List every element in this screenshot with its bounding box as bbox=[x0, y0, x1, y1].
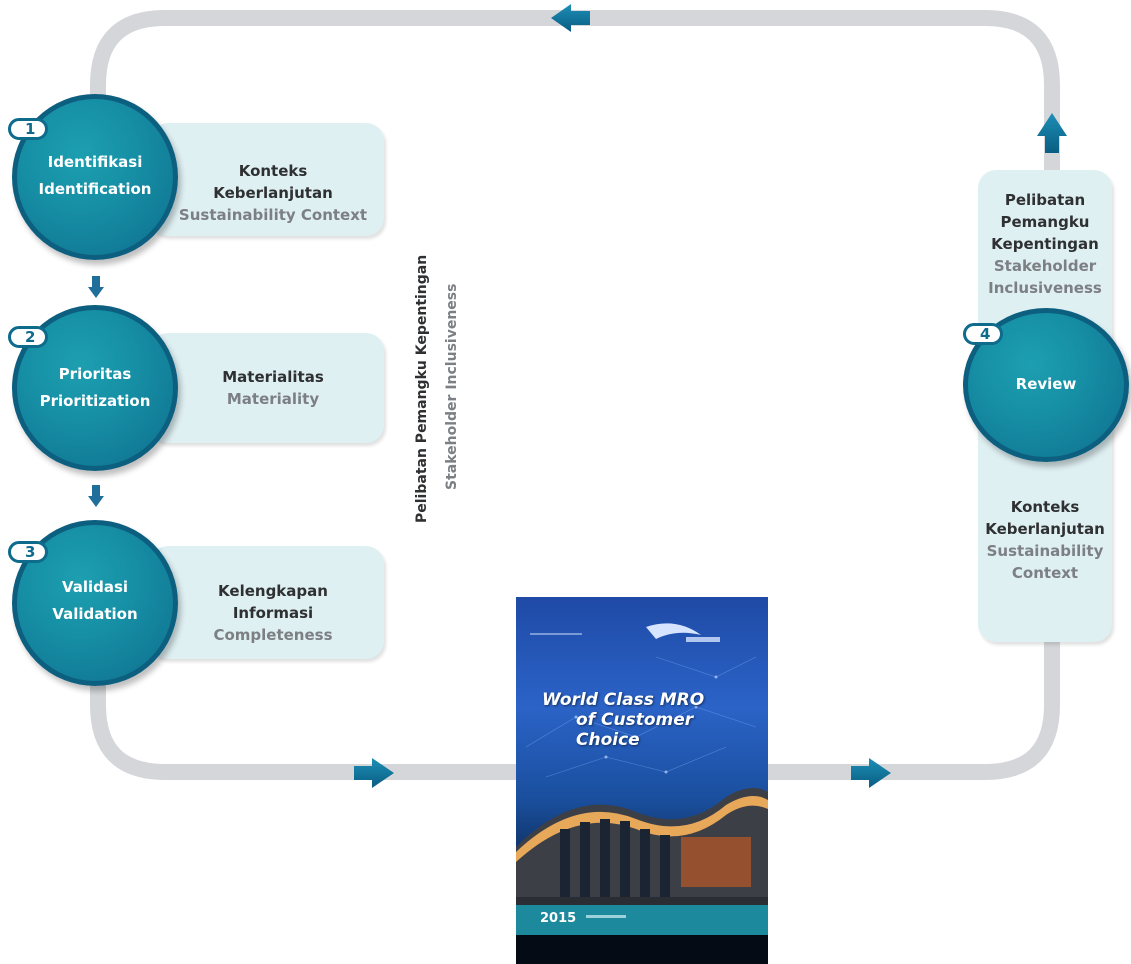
review-top-line-5: Inclusiveness bbox=[988, 279, 1102, 297]
step-1-circle-text: Identifikasi Identification bbox=[12, 149, 178, 203]
review-top-text: Pelibatan Pemangku Kepentingan Stakehold… bbox=[980, 189, 1110, 299]
report-cover-image: World Class MRO of Customer Choice 2015 bbox=[516, 597, 768, 964]
review-bottom-line-1: Konteks bbox=[1010, 498, 1080, 516]
step-2-title-en: Prioritization bbox=[39, 392, 151, 410]
cover-art bbox=[516, 623, 768, 964]
center-label-id: Pelibatan Pemangku Kepentingan bbox=[414, 254, 430, 523]
step-3-number-badge: 3 bbox=[8, 541, 48, 563]
cover-headline-line-2: of Customer Choice bbox=[576, 710, 694, 750]
step-2-circle-text: Prioritas Prioritization bbox=[12, 361, 178, 415]
step-1-number-badge: 1 bbox=[8, 118, 48, 140]
step-2-title: Prioritas bbox=[58, 365, 132, 383]
arrow-up-icon bbox=[1037, 113, 1067, 153]
center-label-en: Stakeholder Inclusiveness bbox=[444, 283, 460, 490]
step-3-panel-subtitle: Completeness bbox=[213, 626, 333, 644]
step-1-panel-text: Konteks Keberlanjutan Sustainability Con… bbox=[178, 160, 368, 226]
review-top-line-1: Pelibatan bbox=[1004, 191, 1086, 209]
step-1-panel bbox=[150, 123, 384, 236]
step-2-number-badge: 2 bbox=[8, 326, 48, 348]
step-3-title-en: Validation bbox=[52, 605, 138, 623]
step-2-panel-title: Materialitas bbox=[222, 368, 324, 386]
review-title: Review bbox=[1015, 375, 1077, 393]
step-1-panel-title: Konteks Keberlanjutan bbox=[213, 162, 333, 202]
arrow-down-icon bbox=[88, 485, 104, 507]
logo-icon bbox=[646, 623, 701, 639]
cover-headline: World Class MRO of Customer Choice bbox=[542, 690, 762, 750]
review-circle-text: Review bbox=[963, 371, 1129, 398]
arrow-right-icon bbox=[354, 758, 394, 788]
step-3-panel-text: Kelengkapan Informasi Completeness bbox=[178, 580, 368, 646]
step-2-panel-subtitle: Materiality bbox=[226, 390, 320, 408]
arrow-down-icon bbox=[88, 276, 104, 298]
step-1-circle bbox=[12, 94, 178, 260]
step-1-panel-subtitle: Sustainability Context bbox=[178, 206, 368, 224]
arrow-right-icon bbox=[851, 758, 891, 788]
step-3-title: Validasi bbox=[61, 578, 129, 596]
arrow-left-icon bbox=[551, 4, 590, 32]
review-top-line-2: Pemangku bbox=[1000, 213, 1090, 231]
cover-headline-line-1: World Class MRO bbox=[542, 690, 705, 710]
review-bottom-line-2: Keberlanjutan bbox=[985, 520, 1105, 538]
step-2-panel bbox=[150, 333, 384, 443]
review-top-line-4: Stakeholder bbox=[993, 257, 1097, 275]
step-1-title: Identifikasi bbox=[47, 153, 143, 171]
step-2-panel-text: Materialitas Materiality bbox=[178, 366, 368, 410]
review-top-line-3: Kepentingan bbox=[991, 235, 1099, 253]
review-bottom-line-3: Sustainability bbox=[986, 542, 1104, 560]
step-3-panel bbox=[150, 546, 384, 659]
review-bottom-line-4: Context bbox=[1011, 564, 1079, 582]
step-3-panel-title: Kelengkapan Informasi bbox=[218, 582, 328, 622]
step-3-circle-text: Validasi Validation bbox=[12, 574, 178, 628]
step-1-title-en: Identification bbox=[38, 180, 152, 198]
cover-year: 2015 bbox=[540, 911, 577, 926]
step-4-number-badge: 4 bbox=[963, 323, 1003, 345]
review-bottom-text: Konteks Keberlanjutan Sustainability Con… bbox=[980, 496, 1110, 584]
